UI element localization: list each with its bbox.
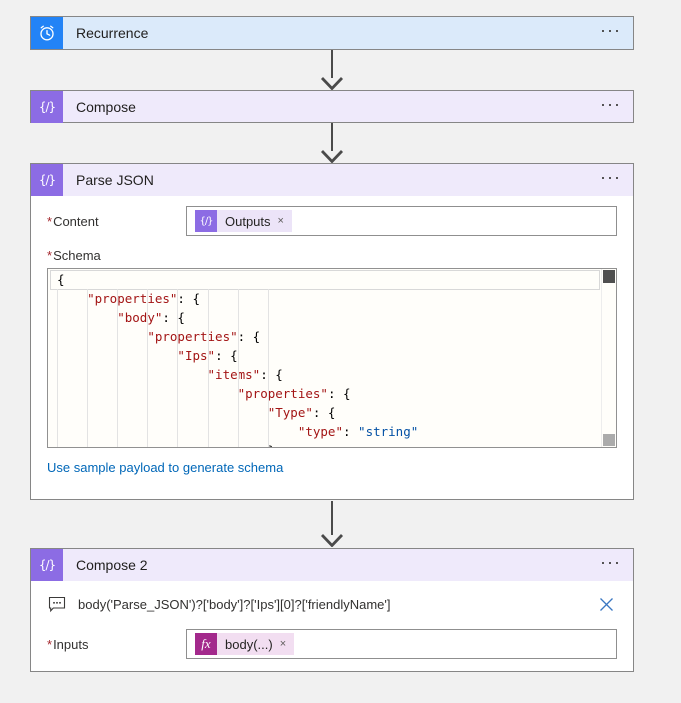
indent-guide	[87, 289, 89, 447]
connector-arrow	[316, 123, 348, 163]
outputs-token[interactable]: {/} Outputs ×	[195, 210, 292, 232]
editor-vertical-scrollbar-thumb[interactable]	[603, 270, 615, 283]
connector-stem	[331, 123, 333, 151]
braces-slash-icon: {/}	[31, 549, 63, 581]
indent-guide	[57, 289, 58, 447]
content-label: *Content	[47, 213, 99, 229]
fx-icon: fx	[195, 633, 217, 655]
compose2-card: {/} Compose 2 ··· body('Parse_JSON')?['b…	[30, 548, 634, 672]
alarm-clock-icon	[31, 17, 63, 49]
schema-code: { "properties": { "body": { "properties"…	[57, 272, 419, 447]
recurrence-header[interactable]: Recurrence ···	[31, 17, 633, 49]
indent-guide	[177, 289, 179, 447]
schema-label: *Schema	[47, 248, 101, 263]
expression-tooltip-row: body('Parse_JSON')?['body']?['Ips'][0]?[…	[47, 593, 617, 615]
comment-bubble-icon	[48, 596, 66, 613]
inputs-label: *Inputs	[47, 636, 89, 652]
connector-arrowhead	[320, 150, 344, 163]
editor-scrollbar-track	[601, 269, 602, 447]
required-mark: *	[47, 213, 53, 229]
braces-slash-icon: {/}	[31, 164, 63, 196]
compose2-menu-button[interactable]: ···	[600, 552, 621, 572]
inputs-input[interactable]: fx body(...) ×	[186, 629, 617, 659]
content-field-row: *Content {/} Outputs ×	[47, 206, 617, 236]
parse-json-title: Parse JSON	[76, 172, 154, 188]
indent-guide	[237, 289, 239, 447]
recurrence-title: Recurrence	[76, 25, 149, 41]
compose2-body: body('Parse_JSON')?['body']?['Ips'][0]?[…	[31, 593, 633, 659]
connector-arrow	[316, 501, 348, 547]
use-sample-payload-link[interactable]: Use sample payload to generate schema	[47, 460, 284, 475]
schema-code-editor[interactable]: { "properties": { "body": { "properties"…	[47, 268, 617, 448]
parse-json-card: {/} Parse JSON ··· *Content {/} Outputs …	[30, 163, 634, 500]
outputs-token-label: Outputs	[225, 213, 271, 229]
required-mark: *	[47, 248, 53, 263]
expression-token-label: body(...)	[225, 636, 273, 652]
compose-title: Compose	[76, 98, 136, 115]
recurrence-card[interactable]: Recurrence ···	[30, 16, 634, 50]
inputs-field-row: *Inputs fx body(...) ×	[47, 629, 617, 659]
indent-guide	[117, 289, 119, 447]
indent-guide	[147, 289, 149, 447]
braces-slash-icon: {/}	[195, 210, 217, 232]
editor-horizontal-scrollbar-thumb[interactable]	[603, 434, 615, 446]
connector-arrowhead	[320, 534, 344, 547]
compose-header[interactable]: {/} Compose ···	[31, 91, 633, 123]
braces-slash-icon: {/}	[31, 91, 63, 123]
expression-token[interactable]: fx body(...) ×	[195, 633, 295, 655]
compose-menu-button[interactable]: ···	[600, 93, 621, 114]
recurrence-menu-button[interactable]: ···	[600, 20, 621, 40]
connector-stem	[331, 501, 333, 535]
connector-arrowhead	[320, 77, 344, 90]
connector-stem	[331, 50, 333, 78]
parse-json-body: *Content {/} Outputs × *Schema	[31, 206, 633, 477]
remove-token-icon[interactable]: ×	[279, 638, 287, 650]
parse-json-menu-button[interactable]: ···	[600, 167, 621, 187]
remove-token-icon[interactable]: ×	[277, 215, 284, 227]
content-input[interactable]: {/} Outputs ×	[186, 206, 617, 236]
connector-arrow	[316, 50, 348, 90]
close-icon[interactable]	[595, 593, 617, 615]
parse-json-header[interactable]: {/} Parse JSON ···	[31, 164, 633, 196]
compose2-title: Compose 2	[76, 557, 148, 573]
expression-tooltip-text: body('Parse_JSON')?['body']?['Ips'][0]?[…	[78, 596, 391, 612]
compose-card[interactable]: {/} Compose ···	[30, 90, 634, 123]
required-mark: *	[47, 636, 53, 652]
indent-guide	[267, 289, 269, 447]
editor-current-line-highlight	[50, 270, 600, 290]
indent-guide	[207, 289, 209, 447]
compose2-header[interactable]: {/} Compose 2 ···	[31, 549, 633, 581]
